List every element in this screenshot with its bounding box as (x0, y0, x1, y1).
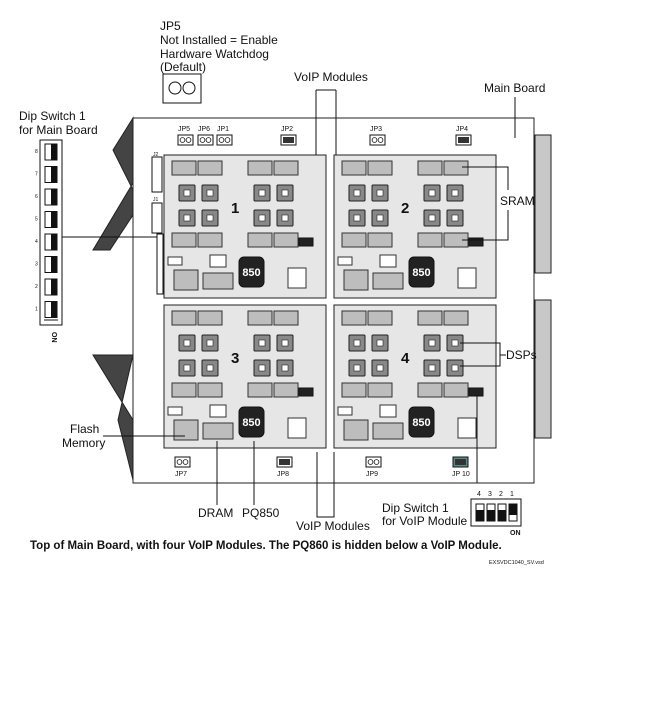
dip-main-label-line2: for Main Board (19, 123, 98, 137)
dip-voip-on-label: ON (510, 530, 521, 537)
pq850-chip-label: 850 (242, 417, 260, 429)
jp1-label: JP1 (217, 126, 229, 133)
jp9-jumper: JP9 (365, 456, 382, 478)
flash-memory-label-line2: Memory (62, 436, 105, 450)
dip-main-number: 4 (35, 239, 38, 245)
pq850-label: PQ850 (242, 506, 280, 520)
voip-modules-top-label: VoIP Modules (294, 70, 368, 84)
dip-main-number: 5 (35, 217, 38, 223)
j1-header (151, 202, 163, 234)
left-bracket-bottom (92, 354, 134, 481)
dip-main-switch-4: 4 (35, 233, 58, 251)
jp5-label: JP5 (178, 126, 190, 133)
jp7-jumper: JP7 (174, 456, 191, 478)
dram-label: DRAM (198, 506, 233, 520)
dip-voip-switch-1 (508, 503, 518, 522)
jp7-label: JP7 (175, 471, 187, 478)
dip-main-on-label: ON (50, 332, 57, 343)
dip-main-switch-1: 1 (35, 301, 58, 318)
dip-main-switch-3: 3 (35, 256, 58, 273)
dip-main-number: 8 (35, 149, 38, 155)
j2-header (151, 156, 163, 193)
voip-module-3: 850 3 (163, 304, 327, 449)
jp5-jumper: JP5 (177, 126, 194, 146)
jp10-label: JP 10 (452, 471, 470, 478)
jp5-note-line3: (Default) (160, 60, 206, 74)
dip-main-number: 2 (35, 284, 38, 290)
dip-main-switch-7: 7 (35, 166, 58, 183)
module-number: 4 (401, 350, 410, 367)
dip-voip-number: 3 (488, 491, 492, 498)
voip-modules-bottom-label: VoIP Modules (296, 519, 370, 533)
jp6-jumper: JP6 (197, 126, 214, 146)
dip-voip-number: 4 (477, 491, 481, 498)
right-connector-top (534, 134, 552, 274)
voip-module-2: 850 2 (333, 154, 497, 299)
dip-voip-switch-3 (486, 503, 496, 522)
jp5-title: JP5 (160, 19, 181, 33)
voip-module-1: 850 1 (163, 154, 327, 299)
dip-voip-number: 2 (499, 491, 503, 498)
pq850-chip-label: 850 (242, 267, 260, 279)
jp4-label: JP4 (456, 126, 468, 133)
file-name: EXSVDC1040_SV.vsd (489, 560, 544, 566)
board-dip-strip (156, 233, 164, 295)
jp5-note-line2: Hardware Watchdog (160, 47, 269, 61)
dip-voip-switch-2 (497, 503, 507, 522)
j2-label: J2 (153, 152, 159, 158)
dip-voip-label-line1: Dip Switch 1 (382, 501, 449, 515)
right-connector-bottom (534, 299, 552, 439)
jp9-label: JP9 (366, 471, 378, 478)
dip-main-switch-6: 6 (35, 188, 58, 206)
sram-label: SRAM (500, 194, 535, 208)
dip-main-number: 7 (35, 172, 38, 178)
pq850-chip-label: 850 (412, 267, 430, 279)
dip-main-switch-5: 5 (35, 211, 58, 228)
jp8-label: JP8 (277, 471, 289, 478)
main-board-label: Main Board (484, 81, 545, 95)
dsps-label: DSPs (506, 348, 537, 362)
jp6-label: JP6 (198, 126, 210, 133)
jp3-label: JP3 (370, 126, 382, 133)
jp2-jumper: JP2 (280, 126, 297, 146)
dip-voip-number: 1 (510, 491, 514, 498)
dip-voip-switch-4 (475, 503, 485, 522)
pq850-chip-label: 850 (412, 417, 430, 429)
module-number: 1 (231, 200, 239, 217)
j1-label: J1 (153, 197, 159, 203)
voip-module-4: 850 4 (333, 304, 497, 449)
dip-main-number: 1 (35, 307, 38, 313)
jp5-note-line1: Not Installed = Enable (160, 33, 278, 47)
left-bracket-top (92, 116, 134, 251)
jp1-jumper: JP1 (216, 126, 233, 146)
module-number: 3 (231, 350, 239, 367)
dip-main-number: 6 (35, 194, 38, 200)
jp10-jumper: JP 10 (452, 456, 470, 478)
figure-caption: Top of Main Board, with four VoIP Module… (30, 540, 502, 552)
dip-switch-main: 8 7 6 5 4 3 2 1 ON (35, 139, 63, 343)
jp3-jumper: JP3 (369, 126, 386, 146)
module-number: 2 (401, 200, 409, 217)
flash-memory-label-line1: Flash (70, 422, 99, 436)
dip-main-switch-2: 2 (35, 278, 58, 296)
jp2-label: JP2 (281, 126, 293, 133)
dip-voip-label-line2: for VoIP Module (382, 514, 467, 528)
dip-main-number: 3 (35, 262, 38, 268)
jp8-jumper: JP8 (276, 456, 293, 478)
dip-main-label-line1: Dip Switch 1 (19, 109, 86, 123)
dip-main-switch-8: 8 (35, 143, 58, 161)
jp4-jumper: JP4 (455, 126, 472, 146)
